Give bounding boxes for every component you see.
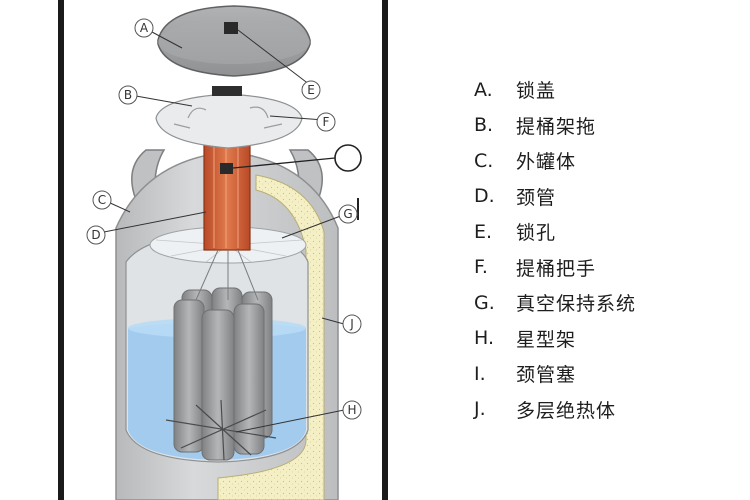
callout-d: D (86, 225, 106, 245)
legend-letter: D. (474, 185, 495, 208)
legend-text: 提桶架拖 (516, 115, 597, 138)
legend-item-i: I. 颈管塞 (474, 356, 734, 392)
svg-text:H: H (347, 403, 356, 417)
diagram-panel: A B C D E (58, 0, 388, 500)
legend-letter: E. (474, 220, 493, 243)
lock-hole (224, 22, 238, 34)
legend-text: 多层绝热体 (516, 399, 617, 422)
callout-e: E (301, 80, 321, 100)
svg-text:J: J (349, 317, 354, 331)
insulation-layer (217, 174, 325, 500)
callout-c: C (92, 190, 112, 210)
callout-f: F (316, 112, 336, 132)
legend-letter: H. (474, 327, 494, 350)
legend-text: 锁孔 (516, 222, 557, 245)
legend-item-f: F. 提桶把手 (474, 250, 734, 286)
bucket-handles (173, 106, 283, 129)
legend-item-j: J. 多层绝热体 (474, 392, 734, 428)
legend-text: 真空保持系统 (516, 293, 637, 316)
legend-letter: A. (474, 78, 493, 101)
bucket-tray (155, 93, 303, 149)
svg-text:C: C (98, 193, 106, 207)
svg-text:D: D (91, 228, 100, 242)
tray-hub (212, 86, 242, 96)
callout-g: G (338, 204, 358, 224)
legend-item-b: B. 提桶架拖 (474, 108, 734, 144)
callout-h: H (342, 400, 362, 420)
legend-text: 提桶把手 (516, 257, 597, 280)
legend-text: 锁盖 (516, 80, 557, 103)
callout-labels: A B C D E (86, 18, 362, 420)
legend-letter: J. (474, 398, 486, 421)
legend-text: 颈管 (516, 186, 557, 209)
leader-lines (103, 29, 347, 433)
legend-item-g: G. 真空保持系统 (474, 285, 734, 321)
svg-text:B: B (124, 88, 132, 102)
legend-letter: G. (474, 291, 495, 314)
legend-letter: B. (474, 114, 494, 137)
legend-item-a: A. 锁盖 (474, 72, 734, 108)
neck-plug-marker (220, 163, 233, 174)
parts-legend: A. 锁盖 B. 提桶架拖 C. 外罐体 D. 颈管 E. 锁孔 F. 提桶把手… (474, 72, 734, 427)
callout-j: J (342, 314, 362, 334)
dewar-tank-illustration: A B C D E (86, 5, 362, 500)
legend-item-d: D. 颈管 (474, 179, 734, 215)
handle-rods (195, 249, 259, 301)
callout-a: A (134, 18, 154, 38)
legend-item-e: E. 锁孔 (474, 214, 734, 250)
svg-text:E: E (307, 83, 315, 97)
callout-b: B (118, 85, 138, 105)
svg-text:G: G (343, 207, 352, 221)
leader-line-i (232, 157, 336, 169)
legend-item-c: C. 外罐体 (474, 143, 734, 179)
legend-item-h: H. 星型架 (474, 321, 734, 357)
legend-text: 颈管塞 (516, 364, 577, 387)
legend-letter: I. (474, 362, 486, 385)
legend-text: 星型架 (516, 328, 577, 351)
star-rack (165, 399, 277, 461)
legend-letter: F. (474, 256, 488, 279)
lock-cover-rim (158, 20, 310, 64)
svg-text:A: A (140, 21, 149, 35)
svg-text:F: F (323, 115, 330, 129)
legend-letter: C. (474, 149, 494, 172)
canister-group (173, 287, 273, 461)
legend-text: 外罐体 (516, 151, 577, 174)
callout-circle-i (334, 144, 362, 172)
